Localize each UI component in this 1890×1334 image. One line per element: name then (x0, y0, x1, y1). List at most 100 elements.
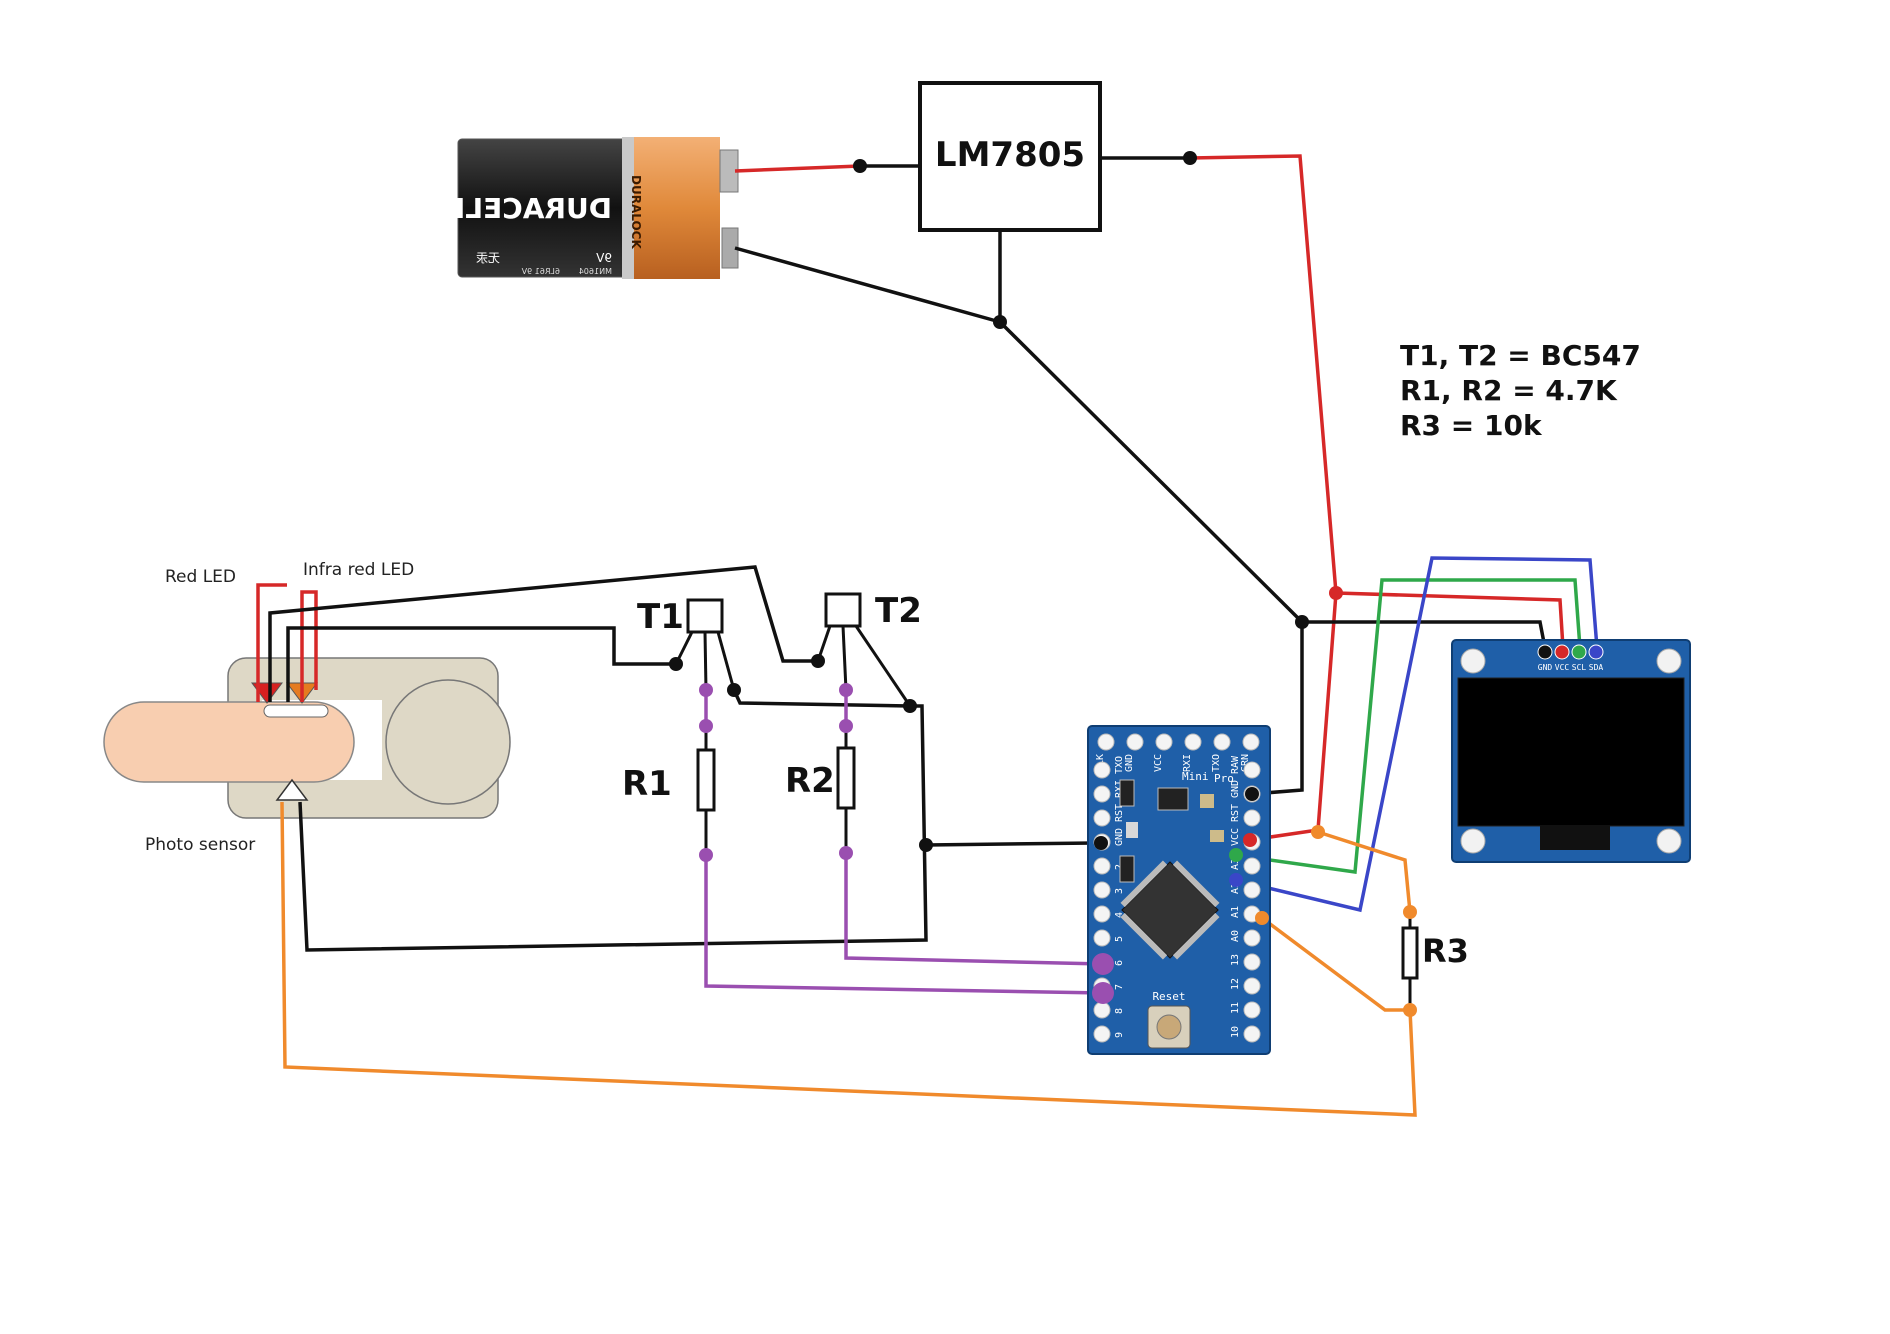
wire-vcc-to-r3 (1317, 830, 1412, 913)
wire-scl (1234, 578, 1582, 874)
header-pin (1093, 761, 1111, 779)
pin-label: RAW (1230, 755, 1241, 774)
header-pin (1093, 857, 1111, 875)
junction-dot (1229, 873, 1243, 887)
battery-brand: DURACELL (447, 192, 612, 225)
pin-label: GND (1114, 828, 1125, 846)
lm7805-regulator: LM7805 (918, 81, 1102, 232)
header-pin (1093, 1001, 1111, 1019)
resistor-r2: R2 (785, 726, 856, 853)
finger-clip-sensor (103, 657, 511, 819)
transistor-t1: T1 (637, 597, 736, 691)
reset-button-icon (1156, 1014, 1182, 1040)
wires-blue (1234, 556, 1599, 913)
label-ir-led: Infra red LED (303, 560, 414, 580)
junction-dot (993, 315, 1007, 329)
battery-9v: DURACELL DURALOCK 9V 无汞 MN1604 6LR61 9V (447, 137, 739, 279)
arduino-pro-mini: BLKGNDVCCRXITXOGRN TXORXIRSTGND23456789 … (1087, 725, 1271, 1055)
wire-battery-positive (734, 164, 861, 173)
pin-label: RXI (1182, 754, 1193, 772)
junction-dot (669, 657, 683, 671)
finger-shape (103, 701, 355, 783)
pin-label: 9 (1114, 1032, 1125, 1038)
wire-emitter-rail (732, 689, 912, 708)
arduino-name-pro: Pro (1214, 772, 1234, 785)
pin-label: 3 (1114, 888, 1125, 894)
wire-ground-diag (998, 320, 1304, 624)
pin-label: 10 (1230, 1026, 1241, 1038)
battery-spec: 6LR61 9V (521, 267, 560, 276)
pin-label: RST (1114, 804, 1125, 822)
pin-label: GND (1230, 780, 1241, 798)
wire-vcc-oled (1335, 591, 1565, 649)
oled-pin-label: GND (1538, 663, 1553, 672)
header-pin (1093, 1025, 1111, 1043)
header-pin (1243, 809, 1261, 827)
pin-label: 5 (1114, 936, 1125, 942)
header-pin (1213, 733, 1231, 751)
header-pin (1243, 953, 1261, 971)
photo-sensor-icon (275, 778, 309, 801)
junction-dot (1092, 953, 1114, 975)
header-pin (1243, 1025, 1261, 1043)
header-pin (1093, 905, 1111, 923)
battery-model: MN1604 (579, 267, 612, 276)
wire-photo-signal (280, 801, 1417, 1117)
junction-dot (1329, 586, 1343, 600)
battery-chinese: 无汞 (476, 251, 500, 265)
header-pin (1155, 733, 1173, 751)
wire-red-led (256, 583, 287, 702)
wire-a0-to-r3 (1260, 916, 1410, 1012)
oled-mount-hole-icon (1460, 648, 1486, 674)
header-pin (1243, 977, 1261, 995)
junction-dot (839, 683, 853, 697)
oled-screen (1457, 677, 1685, 827)
header-pin (1093, 929, 1111, 947)
label-r3: R3 (1422, 932, 1469, 970)
pin-label: TXO (1211, 754, 1222, 772)
transistor-t2: T2 (816, 591, 922, 707)
resistor-r3: R3 (1401, 912, 1469, 1010)
label-r1: R1 (622, 764, 672, 804)
oled-pin-label: SDA (1589, 663, 1604, 672)
resistor-r1: R1 (622, 726, 716, 855)
oled-pin (1537, 644, 1553, 660)
atmega-chip (1120, 860, 1220, 960)
pin-label: RST (1230, 804, 1241, 822)
pin-label: GND (1124, 754, 1135, 772)
pin-label: TXO (1114, 756, 1125, 774)
pin-label: GRN (1240, 754, 1251, 772)
header-pin (1243, 857, 1261, 875)
wires-purple (704, 690, 1104, 995)
header-pin (1093, 785, 1111, 803)
junction-dot (1183, 151, 1197, 165)
wire-photo-return (298, 704, 928, 952)
pin-label: A0 (1230, 930, 1241, 942)
junction-dot (1403, 1003, 1417, 1017)
wire-gnd-to-arduino (925, 841, 1096, 847)
junction-dot (699, 848, 713, 862)
junction-dot (1243, 833, 1257, 847)
pin-label: 4 (1114, 912, 1125, 918)
header-pin (1097, 733, 1115, 751)
header-pin (1093, 881, 1111, 899)
pin-label: 6 (1114, 960, 1125, 966)
regulator-label: LM7805 (935, 135, 1085, 175)
pin-label: 7 (1114, 984, 1125, 990)
header-pin (1243, 881, 1261, 899)
header-pin (1126, 733, 1144, 751)
wire-r2-to-pin5 (844, 853, 1104, 966)
junction-dot (699, 683, 713, 697)
label-t2: T2 (875, 591, 922, 631)
pin-label: A2 (1230, 882, 1241, 894)
junction-dot (1245, 787, 1259, 801)
label-t1: T1 (637, 597, 684, 637)
battery-subline: DURALOCK (629, 175, 643, 249)
note-line-3: R3 = 10k (1400, 409, 1543, 442)
junction-dot (811, 654, 825, 668)
header-pin (1243, 761, 1261, 779)
junction-dot (699, 719, 713, 733)
pin-label: VCC (1230, 828, 1241, 846)
